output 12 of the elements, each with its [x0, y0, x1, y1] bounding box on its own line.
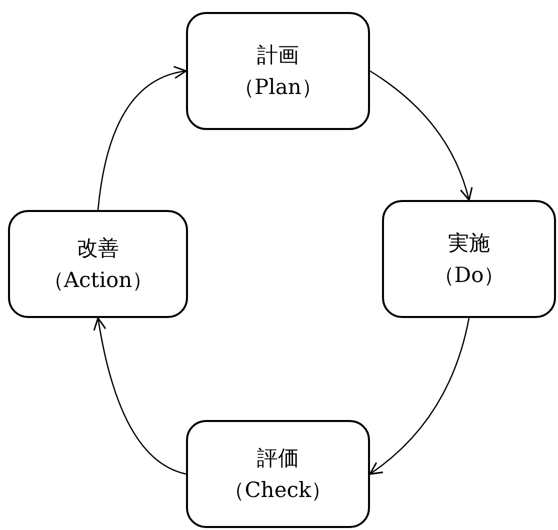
arrow: [94, 317, 186, 475]
box-label: 実施（Do）: [433, 230, 505, 289]
box-label: 計画（Plan）: [234, 42, 322, 101]
process-box: [186, 12, 370, 130]
process-box: [8, 210, 188, 318]
arrow: [97, 66, 187, 210]
arrow: [370, 70, 472, 201]
process-box: [382, 200, 556, 318]
arrow: [369, 318, 470, 475]
box-label: 改善（Action）: [42, 235, 154, 294]
process-box: [186, 420, 370, 528]
box-label: 評価（Check）: [224, 445, 332, 504]
